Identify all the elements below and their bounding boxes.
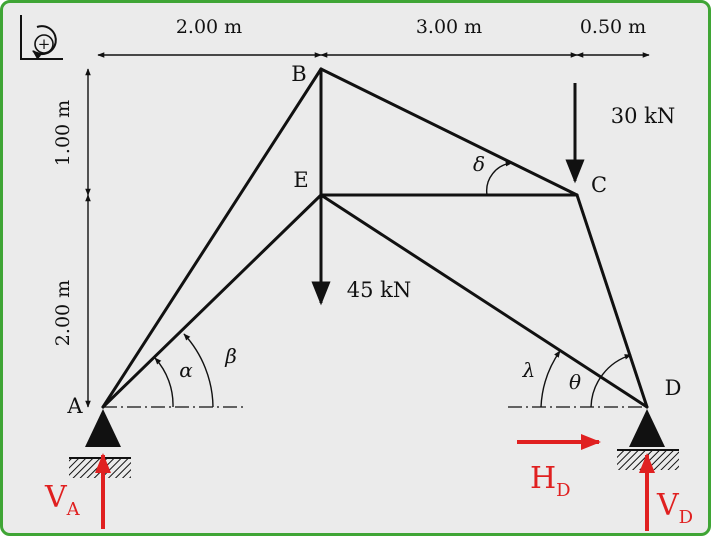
arc-beta	[183, 333, 214, 408]
member-ae	[101, 193, 323, 409]
load-label-30kn: 30 kN	[611, 104, 676, 128]
dimension-label-2m-left: 2.00 m	[52, 280, 74, 346]
angle-theta-label: θ	[569, 370, 581, 394]
angle-lambda-label: λ	[522, 358, 536, 382]
dimension-label-1m-left: 1.00 m	[52, 100, 74, 166]
support-a	[69, 409, 131, 478]
angle-arcs	[154, 160, 632, 408]
truss-diagram: + 2.00 m 3.00 m 0.50 m 1.00 m 2.00 m α β…	[20, 15, 693, 531]
arc-theta	[590, 354, 632, 408]
reaction-hd-label: HD	[530, 461, 571, 501]
truss-members	[101, 67, 649, 409]
member-ab	[101, 67, 323, 409]
load-label-45kn: 45 kN	[347, 278, 412, 302]
node-c-label: C	[591, 173, 607, 197]
angle-alpha-label: α	[179, 358, 193, 382]
plus-sign-label: +	[38, 35, 51, 53]
dimension-label-0-5m: 0.50 m	[580, 16, 646, 38]
arc-lambda	[540, 350, 561, 408]
node-d-label: D	[665, 376, 682, 400]
node-e-label: E	[293, 168, 308, 192]
angle-delta-label: δ	[473, 152, 485, 176]
sign-convention-icon: +	[20, 15, 63, 60]
angle-beta-label: β	[224, 344, 237, 368]
dimension-label-3m: 3.00 m	[416, 16, 482, 38]
node-a-label: A	[66, 394, 83, 418]
member-cd	[575, 193, 649, 409]
arc-alpha	[154, 357, 174, 408]
reaction-vd-label: VD	[656, 488, 693, 528]
reaction-va-label: VA	[44, 480, 81, 520]
arc-delta	[485, 160, 513, 196]
member-ed	[319, 193, 649, 409]
member-bc	[319, 67, 579, 197]
node-b-label: B	[291, 62, 306, 86]
dimension-label-2m-top: 2.00 m	[176, 16, 242, 38]
